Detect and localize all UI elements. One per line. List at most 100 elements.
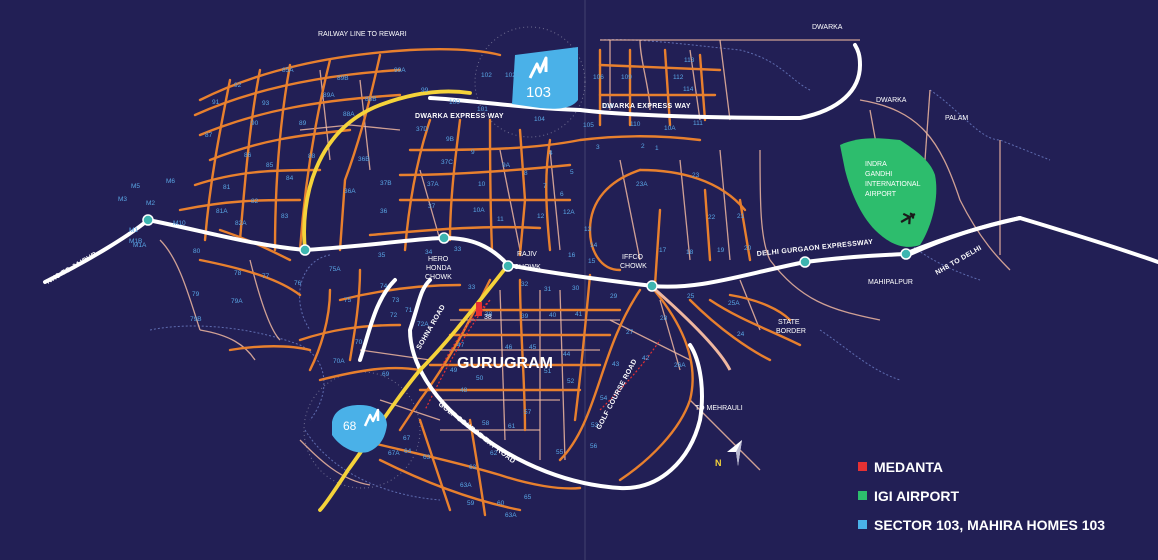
sector-number-label: 26A: [674, 362, 686, 369]
sector-number-label: 30: [572, 285, 580, 292]
sector-number-label: 109: [621, 74, 632, 81]
sector-number-label: 50: [476, 375, 484, 382]
sector-number-label: 4: [549, 150, 553, 157]
sector-number-label: 56: [590, 443, 598, 450]
sector-number-label: 93: [262, 100, 270, 107]
sector-number-label: 79B: [190, 316, 202, 323]
sector-number-label: 102A: [505, 72, 521, 79]
legend-item-igi: IGI AIRPORT: [858, 481, 1105, 510]
sector-number-label: 37A: [427, 181, 439, 188]
sector-number-label: 27: [626, 329, 634, 336]
sector-number-label: 101: [477, 106, 488, 113]
sector-number-label: 111: [693, 120, 703, 127]
palam-label: PALAM: [945, 115, 968, 122]
sector-number-label: 42: [642, 355, 650, 362]
igi-airport-area: [840, 138, 937, 247]
sector-number-label: 91: [212, 99, 220, 106]
sector-number-label: 12: [537, 213, 545, 220]
mahipalpur-label: MAHIPALPUR: [868, 279, 913, 286]
sector-number-label: 89: [299, 120, 307, 127]
sector-number-label: M1A: [133, 242, 147, 249]
sector-number-label: 60: [497, 500, 505, 507]
sector-number-label: M5: [131, 183, 140, 190]
sector-number-label: 70A: [333, 358, 345, 365]
sector-number-label: 58: [482, 420, 490, 427]
sector-number-label: M6: [166, 178, 175, 185]
legend-swatch-medanta: [858, 462, 867, 471]
sector-number-label: 112: [673, 74, 684, 81]
mahira-logo-icon-103: [528, 56, 548, 79]
sector-number-label: 88B: [365, 96, 377, 103]
sector-number-label: 15: [588, 258, 596, 265]
sector-number-label: 69: [382, 371, 390, 378]
sector-number-label: 70: [355, 339, 363, 346]
sector-number-label: 51: [544, 368, 552, 375]
iffco-chowk-label-2: CHOWK: [620, 263, 647, 270]
hero-honda-label-2: HONDA: [426, 265, 452, 272]
sector-number-label: 105: [583, 122, 594, 129]
sector-number-label: 33: [468, 284, 476, 291]
sector-number-label: 37D: [416, 126, 428, 133]
sector-number-label: 44: [563, 351, 571, 358]
sector-number-label: 106: [593, 74, 604, 81]
sector-number-label: 79: [192, 291, 200, 298]
sector-number-label: 19: [717, 247, 725, 254]
sector-number-label: 33: [454, 246, 462, 253]
sector-number-label: 114: [683, 86, 694, 93]
sector-number-label: 85A: [282, 67, 294, 74]
legend-label-project: SECTOR 103, MAHIRA HOMES 103: [874, 516, 1106, 533]
sector-number-label: 113: [684, 57, 695, 64]
sector-number-label: 37B: [380, 180, 392, 187]
sector-number-label: 9: [471, 149, 475, 156]
sector-number-label: 100: [449, 99, 460, 106]
sector-number-label: 21: [737, 213, 745, 220]
sector-number-label: 64: [404, 448, 412, 455]
sector-number-label: 6: [560, 191, 564, 198]
mahira-logo-icon-68: [363, 408, 380, 427]
nh48-yellow-route-south: [318, 263, 510, 512]
sector-number-label: 38: [485, 311, 493, 318]
sector-68-label: 68: [343, 419, 357, 433]
sector-68-project-area: [332, 405, 387, 453]
sector-number-label: 3: [596, 144, 600, 151]
sector-number-label: 36B: [358, 156, 370, 163]
sector-number-label: 80: [193, 248, 201, 255]
medanta-marker: [476, 302, 482, 316]
sector-number-label: 67A: [388, 450, 400, 457]
state-border-label-1: STATE: [778, 319, 800, 326]
project-103-focus-ring: [474, 26, 586, 138]
sector-number-label: 78: [234, 270, 242, 277]
igi-label-3: INTERNATIONAL: [865, 181, 921, 188]
sector-number-label: 20: [744, 245, 752, 252]
sector-number-label: 83: [281, 213, 289, 220]
mehrauli-label: TO MEHRAULI: [695, 405, 743, 412]
arterial-roads: [178, 48, 802, 517]
sector-number-label: 54: [600, 395, 608, 402]
sector-number-label: 9A: [502, 162, 511, 169]
sector-number-label: 62: [490, 450, 498, 457]
sector-number-label: 43: [612, 361, 620, 368]
sector-number-label: 23A: [636, 181, 648, 188]
sector-number-label: 36: [380, 208, 388, 215]
sector-number-label: 89A: [323, 92, 335, 99]
sector-number-label: 76: [294, 280, 302, 287]
dwarka-label: DWARKA: [876, 97, 907, 104]
gurugram-label: GURUGRAM: [457, 355, 553, 372]
sector-number-label: 63A: [460, 482, 472, 489]
sector-number-label: 2: [641, 143, 645, 150]
railway-label: RAILWAY LINE TO REWARI: [318, 31, 407, 38]
sector-number-label: 12A: [563, 209, 575, 216]
nh48-yellow-route-north: [302, 89, 472, 252]
sector-number-label: 75A: [329, 266, 341, 273]
sector-number-label: 48: [460, 387, 468, 394]
sector-number-label: 32: [521, 281, 529, 288]
sector-number-label: 9B: [446, 136, 454, 143]
sector-number-label: 92: [234, 82, 242, 89]
sector-number-label: 16: [568, 252, 576, 259]
airplane-icon: [900, 212, 916, 225]
sector-number-label: 72A: [417, 321, 429, 328]
sector-number-label: 82A: [235, 220, 247, 227]
sector-number-label: 7: [543, 183, 547, 190]
